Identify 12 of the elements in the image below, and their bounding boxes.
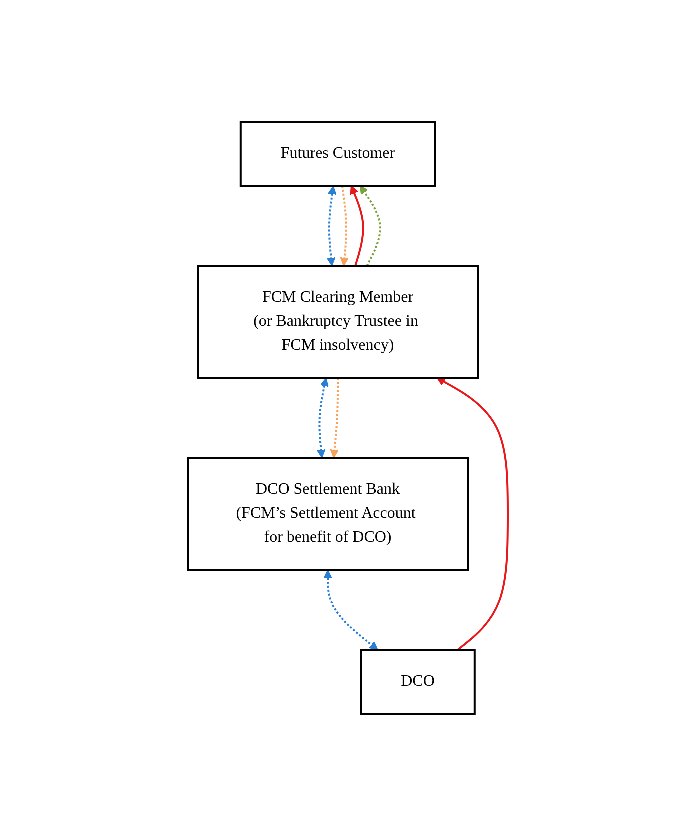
arrow	[360, 186, 382, 266]
arrow	[324, 570, 378, 650]
arrow	[316, 378, 329, 458]
arrow	[436, 378, 509, 651]
node-box: FCM Clearing Member (or Bankruptcy Trustee in FCM insolvency)	[197, 265, 479, 379]
arrow	[350, 186, 364, 266]
node-box: DCO	[360, 649, 476, 715]
node-box: DCO Settlement Bank (FCM’s Settlement Account for benefit of DCO)	[187, 457, 469, 571]
node-box: Futures Customer	[240, 121, 436, 187]
arrow	[340, 186, 350, 266]
arrow	[326, 186, 337, 266]
arrow	[330, 378, 340, 458]
